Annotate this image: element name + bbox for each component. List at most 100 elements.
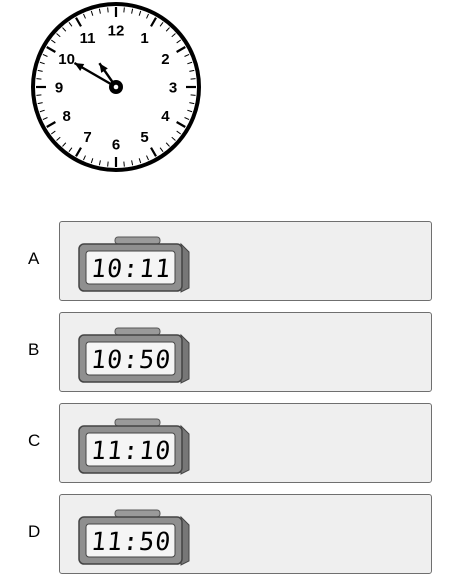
minute-tick bbox=[83, 13, 86, 19]
clock-numerals: 12 1 2 3 4 5 6 7 8 9 10 11 bbox=[55, 23, 177, 154]
minute-tick bbox=[187, 109, 193, 113]
lcd-screen bbox=[85, 523, 176, 558]
minute-tick bbox=[171, 136, 176, 141]
analog-clock: 12 1 2 3 4 5 6 7 8 9 10 11 bbox=[31, 2, 201, 172]
hour-tick bbox=[75, 147, 82, 157]
minute-tick bbox=[90, 158, 94, 164]
minute-tick bbox=[90, 10, 94, 16]
minute-tick bbox=[187, 61, 193, 65]
lcd-screen bbox=[85, 341, 176, 376]
numeral-12: 12 bbox=[108, 23, 125, 40]
minute-tick bbox=[50, 39, 56, 44]
option-letter: C bbox=[28, 431, 41, 450]
minute-tick bbox=[123, 161, 125, 167]
option-panel[interactable]: 11:10 bbox=[59, 403, 432, 483]
hour-tick bbox=[176, 46, 186, 53]
minute-tick bbox=[138, 10, 142, 16]
option-letter: A bbox=[28, 249, 40, 268]
numeral-8: 8 bbox=[62, 108, 70, 125]
option-c[interactable]: C 11:10 bbox=[0, 403, 457, 483]
minute-tick bbox=[42, 117, 48, 120]
minute-hand bbox=[73, 61, 117, 89]
lcd-screen bbox=[85, 432, 176, 467]
digital-clock: 10:11 bbox=[78, 236, 190, 293]
hour-tick bbox=[46, 46, 56, 53]
option-d[interactable]: D 11:50 bbox=[0, 494, 457, 574]
minute-tick bbox=[138, 158, 142, 164]
minute-tick bbox=[37, 102, 43, 105]
hour-tick bbox=[150, 147, 157, 157]
minute-tick bbox=[68, 21, 73, 27]
clock-buttons bbox=[114, 509, 161, 518]
minute-tick bbox=[83, 155, 86, 161]
minute-tick bbox=[146, 13, 149, 19]
hand-arrowhead bbox=[74, 63, 85, 71]
minute-tick bbox=[62, 27, 67, 32]
numeral-5: 5 bbox=[140, 129, 148, 146]
numeral-3: 3 bbox=[169, 80, 177, 97]
lcd-time: 11:50 bbox=[90, 527, 173, 556]
minute-tick bbox=[123, 7, 125, 13]
hand-arrowhead bbox=[99, 63, 108, 73]
numeral-2: 2 bbox=[161, 51, 169, 68]
numeral-11: 11 bbox=[80, 30, 96, 47]
minute-tick bbox=[50, 130, 56, 135]
minute-tick bbox=[190, 78, 196, 80]
minute-tick bbox=[184, 54, 190, 57]
option-a[interactable]: A 10:11 bbox=[0, 221, 457, 301]
minute-tick bbox=[176, 39, 182, 44]
clock-center-dot bbox=[113, 84, 119, 90]
numeral-9: 9 bbox=[55, 80, 63, 97]
minute-tick bbox=[107, 161, 109, 167]
option-b[interactable]: B 10:50 bbox=[0, 312, 457, 392]
minute-tick bbox=[176, 130, 182, 135]
numeral-4: 4 bbox=[161, 108, 170, 125]
minute-tick bbox=[56, 136, 61, 141]
minute-tick bbox=[131, 160, 134, 166]
minute-tick bbox=[37, 69, 43, 72]
minute-tick bbox=[165, 142, 170, 147]
option-letter: D bbox=[28, 522, 41, 541]
minute-tick bbox=[62, 142, 67, 147]
hour-tick bbox=[75, 17, 82, 27]
digital-clock: 11:50 bbox=[78, 509, 190, 566]
lcd-time: 10:50 bbox=[90, 345, 173, 374]
digital-clock: 10:50 bbox=[78, 327, 190, 384]
minute-tick bbox=[190, 94, 196, 96]
minute-tick bbox=[68, 147, 73, 153]
minute-tick bbox=[131, 8, 134, 14]
minute-tick bbox=[36, 94, 42, 96]
hour-tick bbox=[46, 121, 56, 128]
option-letter: B bbox=[28, 340, 40, 359]
minute-tick bbox=[165, 27, 170, 32]
clock-buttons bbox=[114, 327, 161, 336]
option-panel[interactable]: 10:50 bbox=[59, 312, 432, 392]
lcd-screen bbox=[85, 250, 176, 285]
minute-tick bbox=[39, 109, 45, 113]
numeral-6: 6 bbox=[112, 137, 120, 154]
numeral-10: 10 bbox=[58, 51, 75, 68]
lcd-time: 11:10 bbox=[90, 436, 173, 465]
minute-tick bbox=[39, 61, 45, 65]
minute-tick bbox=[189, 102, 195, 105]
clock-buttons bbox=[114, 418, 161, 427]
minute-tick bbox=[189, 69, 195, 72]
minute-tick bbox=[171, 33, 176, 38]
minute-tick bbox=[56, 33, 61, 38]
option-panel[interactable]: 10:11 bbox=[59, 221, 432, 301]
numeral-1: 1 bbox=[140, 30, 148, 47]
clock-buttons bbox=[114, 236, 161, 245]
hour-tick bbox=[176, 121, 186, 128]
minute-tick bbox=[42, 54, 48, 57]
minute-tick bbox=[107, 7, 109, 13]
lcd-time: 10:11 bbox=[90, 254, 173, 283]
minute-tick bbox=[146, 155, 149, 161]
minute-tick bbox=[184, 117, 190, 120]
option-panel[interactable]: 11:50 bbox=[59, 494, 432, 574]
clock-ticks bbox=[36, 7, 196, 167]
minute-tick bbox=[159, 147, 164, 153]
minute-tick bbox=[159, 21, 164, 27]
digital-clock: 11:10 bbox=[78, 418, 190, 475]
numeral-7: 7 bbox=[83, 129, 91, 146]
minute-tick bbox=[36, 78, 42, 80]
